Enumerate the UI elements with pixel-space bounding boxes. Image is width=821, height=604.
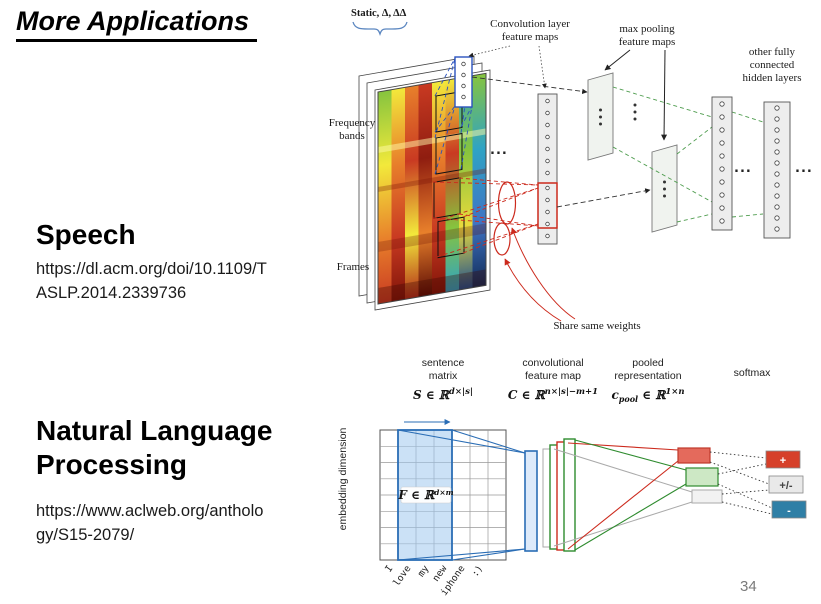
- nlp-cnn-diagram: sentence matrix S ∈ ℝd×|s| convolutional…: [337, 357, 807, 598]
- pooled-label-line2: representation: [614, 370, 681, 382]
- conv-feature-map-blue: [454, 56, 473, 108]
- ellipsis-feature-maps: ...: [490, 143, 508, 158]
- word-label: :): [470, 563, 486, 579]
- ellipsis-after-fc: ...: [795, 161, 813, 176]
- page-number: 34: [740, 578, 757, 595]
- conv-feature-math: C ∈ ℝn×|s|−m+1: [508, 387, 598, 402]
- word-label: love: [391, 563, 413, 588]
- svg-text:+/-: +/-: [779, 480, 792, 492]
- speech-heading: Speech: [36, 219, 136, 250]
- filter-region-math: F ∈ ℝd×m: [397, 488, 453, 502]
- nlp-heading: Natural Language Processing: [36, 415, 273, 480]
- static-delta-brace-icon: [352, 21, 408, 37]
- word-label: my: [416, 563, 432, 579]
- embedding-dimension-label: embedding dimension: [337, 427, 349, 530]
- svg-text:+: +: [780, 455, 786, 467]
- pool-label-line1: max pooling: [619, 23, 675, 35]
- frequency-bands-label-line2: bands: [339, 130, 365, 142]
- nlp-link[interactable]: https://www.aclweb.org/anthology/S15-207…: [36, 502, 264, 544]
- softmax-class-positive: +: [765, 450, 801, 469]
- conv-connections-red: [432, 177, 539, 258]
- pooling-fans: [553, 439, 693, 551]
- frequency-bands-label-line1: Frequency: [329, 117, 376, 129]
- speech-cnn-diagram: ...: [329, 8, 813, 332]
- matrix-to-conv-lines: [397, 429, 526, 561]
- softmax-connections: [709, 451, 773, 515]
- fc-connections-green: [612, 86, 764, 223]
- speech-link[interactable]: https://dl.acm.org/doi/10.1109/TASLP.201…: [36, 260, 267, 302]
- pooled-label-line1: pooled: [632, 357, 664, 369]
- conv-label-line1: Convolution layer: [490, 18, 570, 30]
- svg-text:-: -: [787, 505, 791, 517]
- sentence-matrix-label-line1: sentence: [422, 357, 465, 369]
- softmax-class-neutral: +/-: [768, 475, 804, 494]
- max-pooling-plane-2: [651, 144, 678, 233]
- softmax-class-negative: -: [771, 500, 807, 519]
- fc-layer-2: [763, 101, 791, 239]
- word-label: I: [383, 563, 395, 574]
- label-arrows: [468, 45, 668, 141]
- ellipsis-between-fc: ...: [734, 161, 752, 176]
- fc-layer-1: [711, 96, 733, 231]
- frames-label: Frames: [337, 261, 369, 273]
- share-weights-label: Share same weights: [553, 320, 640, 332]
- softmax-label: softmax: [734, 367, 772, 379]
- share-weights-ellipses: [493, 181, 576, 322]
- fc-label-line2: connected: [750, 59, 795, 71]
- sentence-matrix-math: S ∈ ℝd×|s|: [413, 387, 473, 402]
- conv-feature-map-strips: [524, 438, 576, 552]
- conv-label-line2: feature maps: [502, 31, 559, 43]
- conv-feature-label-line2: feature map: [525, 370, 581, 382]
- vertical-ellipsis-pooling: [633, 103, 637, 121]
- sentence-matrix-grid: F ∈ ℝd×m: [379, 418, 507, 561]
- sentence-matrix-label-line2: matrix: [429, 370, 458, 382]
- static-delta-label: Static, Δ, ΔΔ: [351, 8, 407, 19]
- page-title: More Applications: [16, 6, 258, 42]
- conv-feature-label-line1: convolutional: [522, 357, 583, 369]
- pooled-math: cpool ∈ ℝ1×n: [611, 387, 684, 404]
- max-pooling-plane-1: [587, 72, 614, 161]
- conv-feature-map-panel: [537, 93, 558, 245]
- pooling-connections: [471, 76, 651, 208]
- pooled-representation: [677, 447, 723, 504]
- conv-receptive-field-patches: [433, 90, 465, 259]
- spectrogram-heatmap: [377, 72, 487, 305]
- fc-label-line1: other fully: [749, 46, 796, 58]
- word-labels: I love my new iphone :): [383, 563, 485, 598]
- fc-label-line3: hidden layers: [743, 72, 802, 84]
- pool-label-line2: feature maps: [619, 36, 676, 48]
